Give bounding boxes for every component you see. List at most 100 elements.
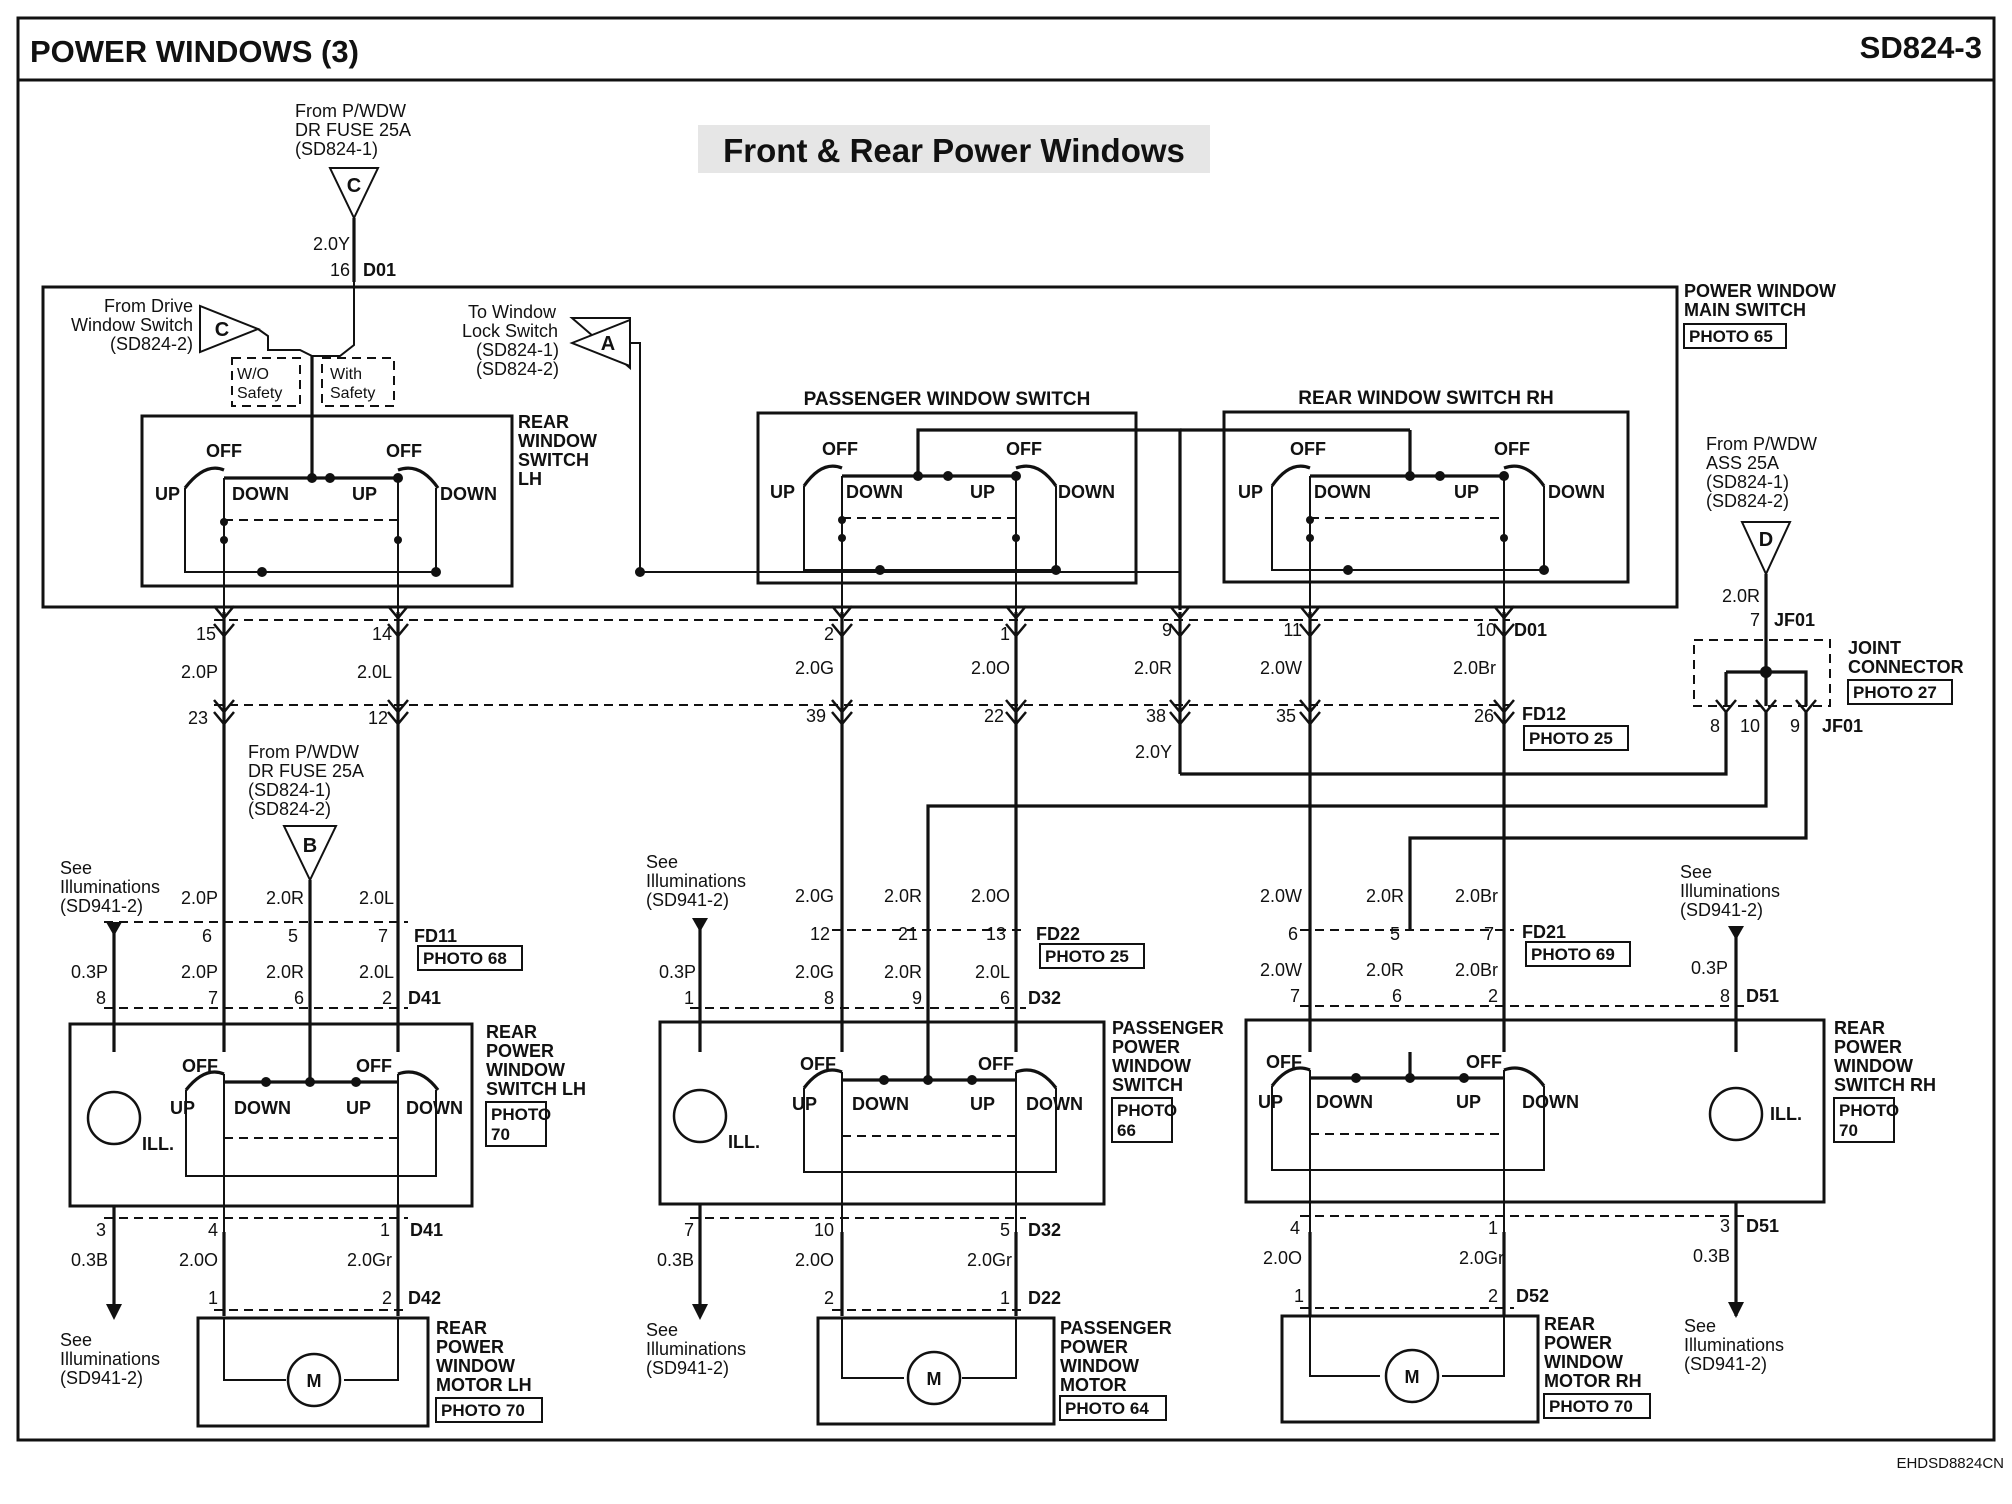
main-switch-box — [41, 285, 1679, 609]
joint-photo: PHOTO 27 — [1853, 683, 1937, 702]
rear-lh-switch-box — [68, 1022, 474, 1208]
top-wire-conn: D01 — [363, 260, 396, 280]
rear-lh-bot-wire-2: 2.0Gr — [347, 1250, 392, 1270]
wire-mid-p: 2.0P — [181, 662, 218, 682]
rear-rh-fd-photo: PHOTO 69 — [1531, 945, 1615, 964]
see-illum-pass-top: See Illuminations (SD941-2) — [646, 852, 746, 910]
svg-text:Illuminations: Illuminations — [1684, 1335, 1784, 1355]
fd12-pin-35: 35 — [1276, 706, 1296, 726]
rear-lh-fd-pin-0: 6 — [202, 926, 212, 946]
rear-lh-bot-pin-2: 1 — [380, 1220, 390, 1240]
ass-fuse-letter: D — [1759, 529, 1773, 551]
svg-text:(SD941-2): (SD941-2) — [60, 1368, 143, 1388]
fd12-pin-12: 12 — [368, 708, 388, 728]
pass-wire-top-0: 2.0G — [795, 886, 834, 906]
joint-label2: CONNECTOR — [1848, 657, 1964, 677]
main-rear-rh-box — [1222, 410, 1630, 584]
pass-wire-low-3: 2.0L — [975, 962, 1010, 982]
rear-lh-wire-low-2: 2.0R — [266, 962, 304, 982]
rear-rh-fd-pin-0: 6 — [1288, 924, 1298, 944]
rear-lh-bot-conn: D41 — [410, 1220, 443, 1240]
svg-text:See: See — [60, 858, 92, 878]
fd12-wire-y: 2.0Y — [1135, 742, 1172, 762]
rear-rh-d-pin-2: 2 — [1488, 986, 1498, 1006]
top-wire-color: 2.0Y — [313, 234, 350, 254]
rear-rh-switch-box — [1244, 1018, 1826, 1204]
rear-lh-name-3: SWITCH LH — [486, 1079, 586, 1099]
svg-text:See: See — [1680, 862, 1712, 882]
rear-rh-motor-photo: PHOTO 70 — [1549, 1397, 1633, 1416]
pass-ill: ILL. — [728, 1132, 760, 1152]
main-switch-photo-box — [1683, 323, 1787, 349]
svg-text:See: See — [646, 1320, 678, 1340]
pass-bot-conn: D32 — [1028, 1220, 1061, 1240]
d01-conn: D01 — [1514, 620, 1547, 640]
rear-rh-down1: DOWN — [1316, 1092, 1373, 1112]
pass-motor-name-3: MOTOR — [1060, 1375, 1127, 1395]
see-illum-rh-bottom: See Illuminations (SD941-2) — [1684, 1316, 1784, 1374]
fd12-pin-26: 26 — [1474, 706, 1494, 726]
see-illum-rh-top: See Illuminations (SD941-2) — [1680, 862, 1780, 920]
main-rear-lh-label1: REAR — [518, 412, 569, 432]
pass-up1: UP — [792, 1094, 817, 1114]
pass-bot-wire-1: 2.0O — [795, 1250, 834, 1270]
rear-lh-photo-num: 70 — [491, 1125, 510, 1144]
main-rear-lh-lever-r — [397, 466, 440, 489]
page-title: POWER WINDOWS (3) — [30, 34, 359, 69]
pass-motor-name-2: WINDOW — [1060, 1356, 1139, 1376]
rear-lh-d-conn: D41 — [408, 988, 441, 1008]
ass-fuse-line3: (SD824-1) — [1706, 472, 1789, 492]
rear-rh-motor-name-1: POWER — [1544, 1333, 1612, 1353]
main-pass-label: PASSENGER WINDOW SWITCH — [804, 389, 1091, 410]
pass-name-1: POWER — [1112, 1037, 1180, 1057]
joint-wire-in: 2.0R — [1722, 586, 1760, 606]
rear-rh-wire-low-3: 0.3P — [1691, 958, 1728, 978]
pass-off2: OFF — [978, 1054, 1014, 1074]
top-wire-pin: 16 — [330, 260, 350, 280]
svg-text:Illuminations: Illuminations — [60, 877, 160, 897]
dr-fuse-b-line1: From P/WDW — [248, 742, 359, 762]
rear-lh-bot-wire-0: 0.3B — [71, 1250, 108, 1270]
pass-d-pin-0: 1 — [684, 988, 694, 1008]
wire-lh-feed — [312, 282, 355, 357]
rear-rh-wire-top-1: 2.0R — [1366, 886, 1404, 906]
svg-text:See: See — [60, 1330, 92, 1350]
pass-photo: PHOTO — [1117, 1101, 1177, 1120]
main-rear-lh-off2: OFF — [386, 441, 422, 461]
svg-text:(SD941-2): (SD941-2) — [60, 896, 143, 916]
rear-lh-motor-name-0: REAR — [436, 1318, 487, 1338]
main-rear-lh-up2: UP — [352, 484, 377, 504]
rear-rh-bot-wire-1: 2.0Gr — [1459, 1248, 1504, 1268]
rear-rh-up1: UP — [1258, 1092, 1283, 1112]
rear-rh-motor-conn: D52 — [1516, 1286, 1549, 1306]
svg-text:Illuminations: Illuminations — [646, 1339, 746, 1359]
rear-rh-motor-pin-1: 2 — [1488, 1286, 1498, 1306]
rear-rh-bot-wire-2: 0.3B — [1693, 1246, 1730, 1266]
dr-fuse-b-line3: (SD824-1) — [248, 780, 331, 800]
joint-label1: JOINT — [1848, 638, 1901, 658]
page-frame — [16, 16, 1996, 1442]
main-rear-lh-grid — [184, 478, 437, 612]
rear-lh-motor-pin-0: 1 — [208, 1288, 218, 1308]
rear-lh-motor-photo: PHOTO 70 — [441, 1401, 525, 1420]
pass-name-2: WINDOW — [1112, 1056, 1191, 1076]
rear-lh-off2: OFF — [356, 1056, 392, 1076]
rear-rh-motor-name-3: MOTOR RH — [1544, 1371, 1642, 1391]
wire-mid-br: 2.0Br — [1453, 658, 1496, 678]
wire-mid-o: 2.0O — [971, 658, 1010, 678]
svg-text:See: See — [646, 852, 678, 872]
pass-motor-m: M — [927, 1369, 942, 1389]
main-pass-bus — [842, 428, 1182, 610]
rear-lh-wire-top-1: 2.0R — [266, 888, 304, 908]
rear-lh-name-1: POWER — [486, 1041, 554, 1061]
main-rear-lh-label4: LH — [518, 469, 542, 489]
pass-wire-top-1: 2.0R — [884, 886, 922, 906]
svg-text:(SD941-2): (SD941-2) — [1680, 900, 1763, 920]
rear-lh-d-pin-2: 6 — [294, 988, 304, 1008]
pass-photo-num: 66 — [1117, 1121, 1136, 1140]
top-fuse-line1: From P/WDW — [295, 101, 406, 121]
main-switch-photo: PHOTO 65 — [1689, 327, 1773, 346]
see-illum-pass-bottom: See Illuminations (SD941-2) — [646, 1320, 746, 1378]
rear-lh-wire-low-3: 2.0L — [359, 962, 394, 982]
pass-motor-pin-0: 2 — [824, 1288, 834, 1308]
